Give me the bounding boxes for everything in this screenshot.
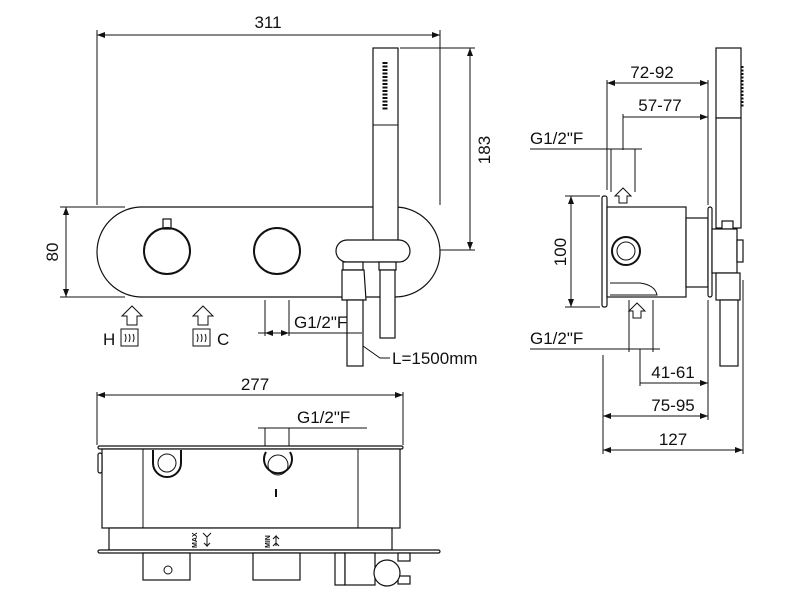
side-view: 72-92 57-77 G1/2"F 100 G1/2"F — [530, 47, 744, 454]
valve-box — [101, 448, 401, 529]
min-label: MIN — [265, 535, 272, 548]
dim-127-label: 127 — [659, 430, 687, 449]
hot-inlet-arrow-icon — [120, 305, 144, 326]
top-thread-label-2: G1/2"F — [297, 408, 350, 427]
max-arrow-icon — [202, 532, 212, 548]
dim-277-label: 277 — [241, 375, 269, 394]
dim-72-92-label: 72-92 — [630, 63, 673, 82]
cold-symbol-icon — [192, 328, 211, 347]
cold-label: C — [217, 330, 229, 349]
outlet-arrow-icon — [627, 302, 647, 319]
shower-holder — [335, 239, 411, 263]
dim-100-label: 100 — [551, 238, 570, 266]
hot-symbol-icon — [120, 328, 139, 347]
top-thread-label: G1/2"F — [530, 129, 583, 148]
bottom-thread-label: G1/2"F — [530, 329, 583, 348]
mounting-plate — [601, 195, 608, 308]
hot-label: H — [103, 330, 115, 349]
max-label: MAX — [192, 532, 199, 548]
flow-knob — [253, 227, 301, 275]
dim-183-label: 183 — [475, 136, 494, 164]
outlet-thread-label: G1/2"F — [294, 313, 347, 332]
top-view: 277 G1/2"F MAX MIN — [96, 375, 441, 587]
cold-inlet-arrow-icon — [191, 305, 215, 326]
dim-57-77-label: 57-77 — [638, 96, 681, 115]
inlet-arrow-icon — [613, 187, 633, 204]
dim-311-label: 311 — [254, 13, 281, 32]
front-view: 311 183 80 L=1500mm G1/2"F H — [43, 13, 494, 368]
hand-shower-side — [715, 47, 742, 119]
knob-side — [711, 228, 738, 274]
valve-body — [606, 206, 687, 298]
dim-80-label: 80 — [43, 243, 62, 262]
inlet-pipe — [611, 236, 641, 266]
min-arrow-icon — [272, 534, 280, 547]
dim-75-95-label: 75-95 — [651, 396, 694, 415]
hose-length-label: L=1500mm — [392, 349, 478, 368]
thermostat-knob — [143, 227, 191, 275]
dim-41-61-label: 41-61 — [651, 363, 694, 382]
